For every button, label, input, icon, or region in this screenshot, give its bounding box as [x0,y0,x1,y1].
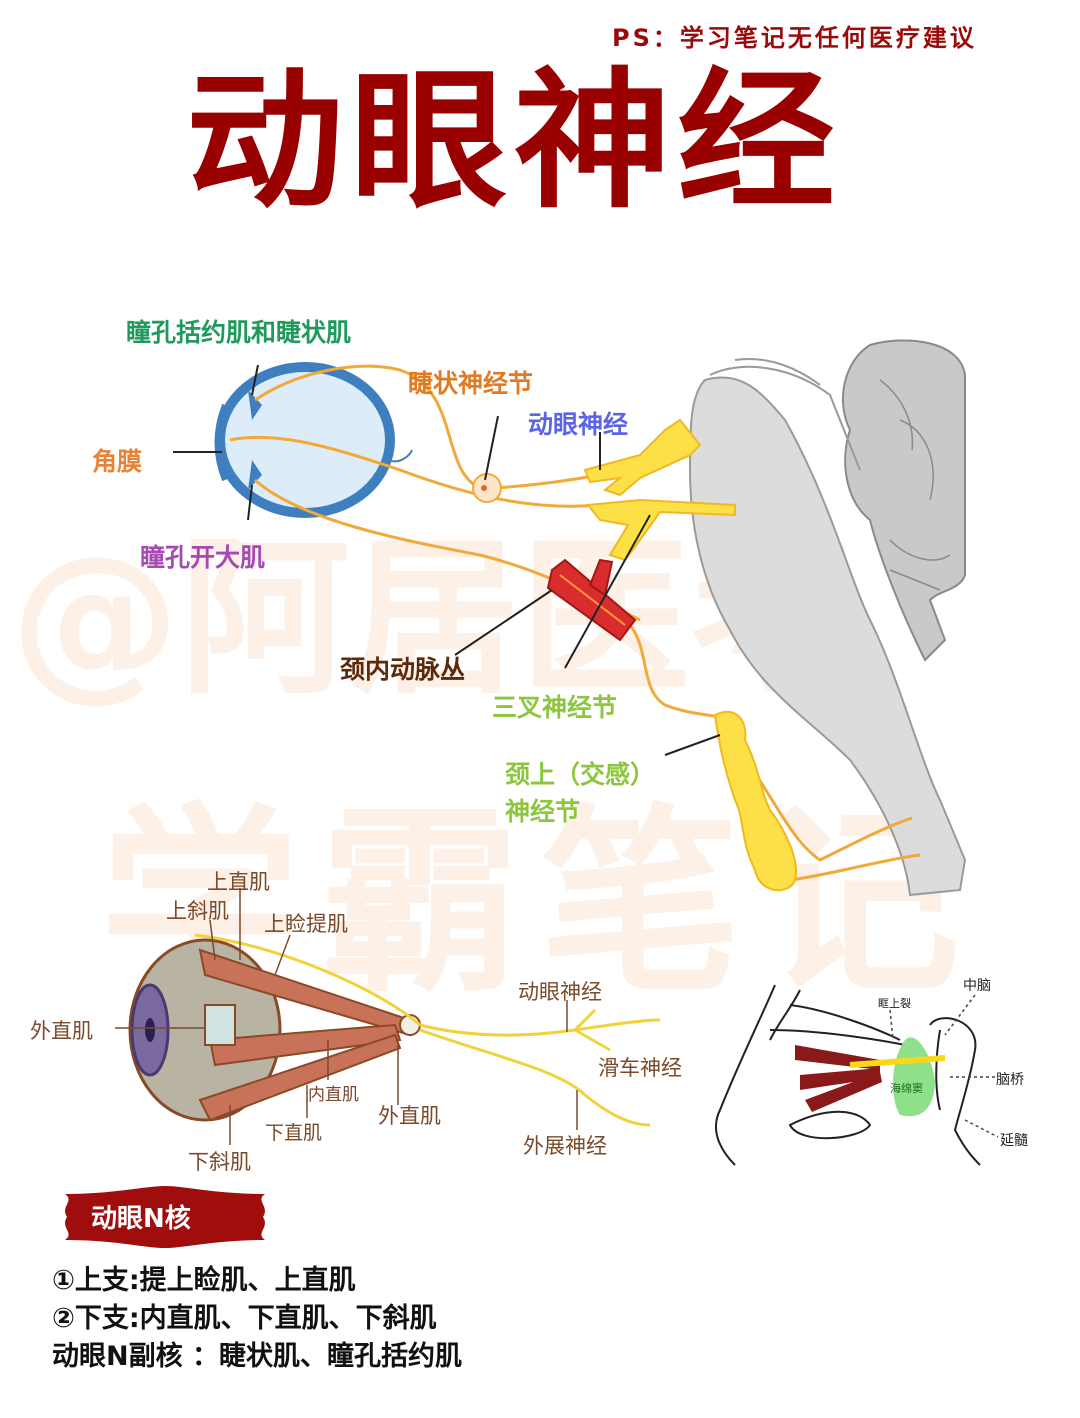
brainstem-illustration [688,339,967,897]
label-superior-cervical-1: 颈上（交感） [505,760,656,789]
label-dilator: 瞳孔开大肌 [140,543,266,572]
extraocular-muscles-illustration [115,888,661,1145]
note-line-inferior-branch: ②下支:内直肌、下直肌、下斜肌 [52,1303,437,1334]
oculomotor-nerve-shape [583,418,736,562]
eyeball-illustration [214,362,413,518]
label-superior-rectus: 上直肌 [207,870,270,894]
sagittal-leaders [889,994,999,1138]
ciliary-ganglion-shape [472,473,502,503]
badge-label: 动眼N核 [91,1204,191,1234]
sagittal-orbit-illustration [715,984,981,1166]
carotid-artery-shape [546,558,637,642]
cervical-ganglion-shape [713,710,797,892]
label-medial-rectus: 内直肌 [308,1085,359,1105]
label-sup-orbital-fissure: 眶上裂 [878,997,911,1010]
label-lateral-rectus-bottom: 外直肌 [378,1104,441,1128]
section-badge: 动眼N核 [55,1186,275,1248]
page-title: 动眼神经 [186,55,842,229]
disclaimer-text: PS：学习笔记无任何医疗建议 [612,24,977,52]
label-cornea: 角膜 [92,447,143,476]
label-carotid-plexus: 颈内动脉丛 [340,655,466,684]
notes-list: ①上支:提上睑肌、上直肌 ②下支:内直肌、下直肌、下斜肌 动眼N副核 ：睫状肌、… [52,1262,462,1376]
sagittal-muscles [795,1045,946,1112]
label-superior-cervical-2: 神经节 [505,797,581,826]
note-line-accessory-nucleus: 动眼N副核 ：睫状肌、瞳孔括约肌 [52,1341,462,1372]
label-midbrain: 中脑 [963,978,991,994]
cavernous-sinus-shape [893,1037,935,1117]
label-medulla: 延髓 [1000,1133,1028,1149]
label-inferior-rectus: 下直肌 [265,1122,323,1144]
label-abducens-nerve: 外展神经 [523,1134,607,1158]
label-cavernous-sinus: 海绵窦 [890,1082,923,1095]
label-superior-oblique: 上斜肌 [166,899,229,923]
badge-ribbon-shape [65,1186,265,1248]
label-ciliary-ganglion: 睫状神经节 [408,369,534,398]
label-levator: 上睑提肌 [264,912,348,936]
label-inferior-oblique: 下斜肌 [188,1150,251,1174]
label-pons: 脑桥 [996,1072,1024,1088]
label-oculomotor-nerve-2: 动眼神经 [518,980,602,1004]
label-sphincter-ciliary: 瞳孔括约肌和睫状肌 [126,318,352,347]
label-trochlear-nerve: 滑车神经 [598,1056,682,1080]
label-trigeminal-ganglion: 三叉神经节 [492,693,618,722]
leader-lines [173,364,721,756]
note-line-superior-branch: ①上支:提上睑肌、上直肌 [52,1265,356,1296]
label-oculomotor-nerve: 动眼神经 [528,410,629,439]
label-lateral-rectus-left: 外直肌 [30,1019,93,1043]
